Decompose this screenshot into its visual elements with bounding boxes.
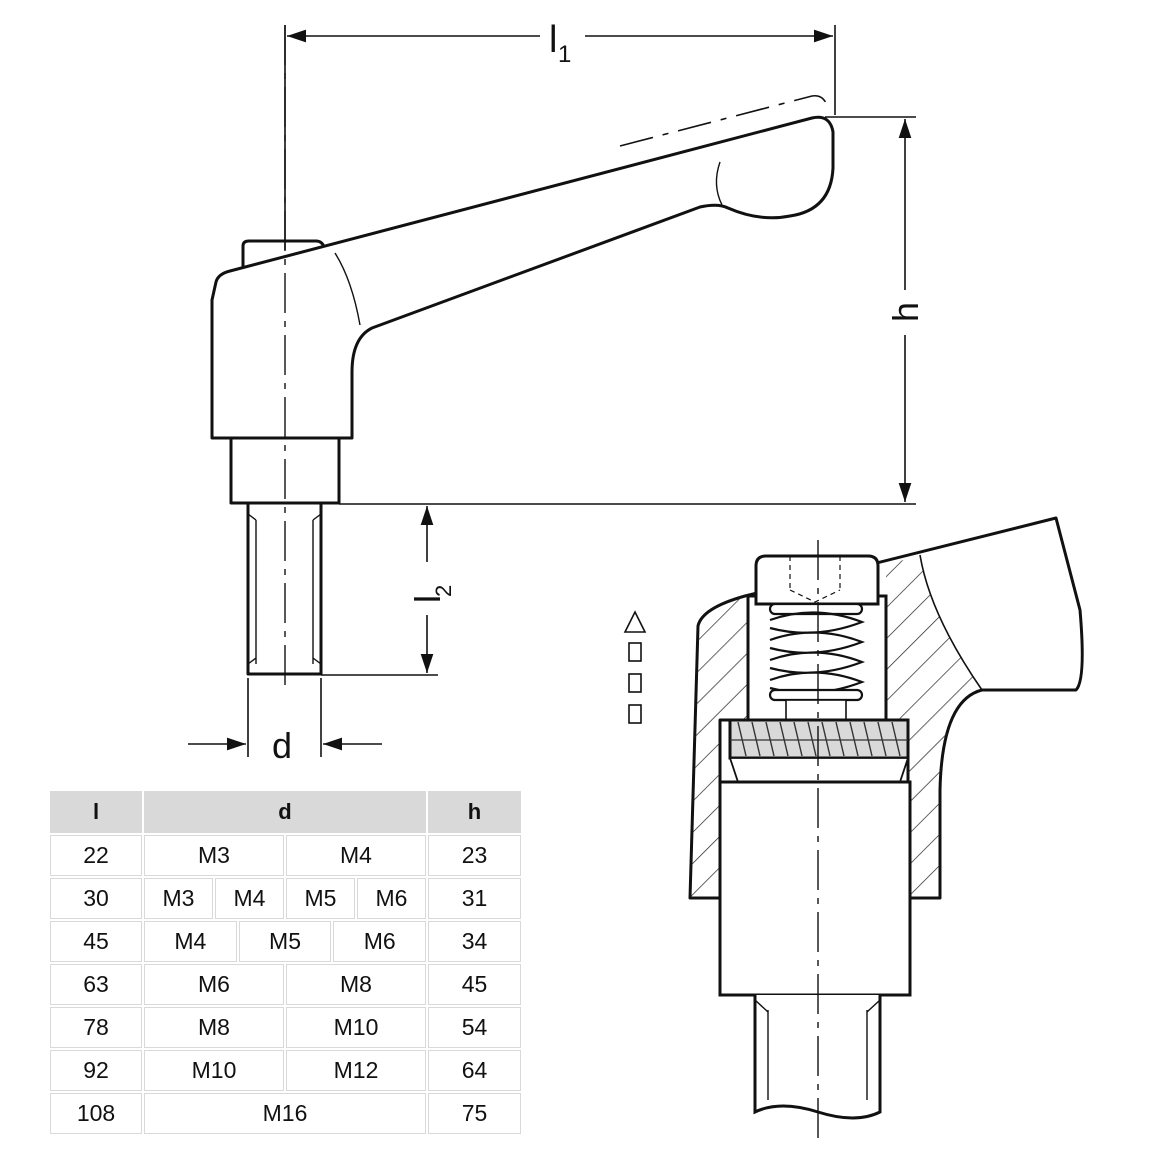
cell-d: M6 [331,921,426,962]
cell-l: 92 [48,1048,144,1093]
cell-d: M5 [284,878,355,919]
section-hub [718,780,912,997]
alternate-position-line [619,94,829,147]
dimension-h [339,116,916,505]
cell-l: 30 [48,876,144,921]
cell-h: 45 [426,962,523,1007]
cell-d: M6 [144,964,284,1005]
cell-d: M6 [355,878,426,919]
lever-body [210,115,835,440]
cell-d: M5 [236,921,332,962]
triangle-up-icon [623,610,647,633]
cell-l: 63 [48,962,144,1007]
compression-spring [768,602,866,721]
header-h: h [426,789,523,835]
cell-d: M3 [144,878,213,919]
cell-d: M8 [144,1007,284,1048]
cell-h: 34 [426,919,523,964]
cell-h: 75 [426,1091,523,1136]
dim-label-d: d [272,725,292,766]
cell-h: 64 [426,1048,523,1093]
section-view [688,516,1084,1140]
lever-side-view [210,115,835,676]
section-hatch-left [690,596,748,898]
header-d: d [142,789,428,835]
header-l: l [48,789,144,835]
dimension-l1 [284,25,836,250]
cell-d: M4 [144,921,237,962]
dim-label-l1-sub: 1 [558,41,571,68]
section-hatch-right [877,555,982,898]
cell-d: M4 [284,835,426,876]
cell-d: M12 [284,1050,426,1091]
dimension-l2 [321,506,438,676]
cell-h: 23 [426,833,523,878]
cell-d: M8 [284,964,426,1005]
cell-d: M10 [284,1007,426,1048]
cell-l: 45 [48,919,144,964]
dim-label-l2: l [407,595,448,603]
cell-h: 31 [426,876,523,921]
cell-l: 108 [48,1091,144,1136]
cell-d: M16 [144,1093,426,1134]
direction-marker [623,610,647,724]
cell-d: M10 [144,1050,284,1091]
cell-d-group: M16 [142,1091,428,1136]
cell-l: 22 [48,833,144,878]
cell-h: 54 [426,1005,523,1050]
dim-label-l1: l [549,19,557,61]
dim-label-h: h [885,302,926,322]
table-header-row: l d h [48,789,523,835]
dimension-d [188,678,382,757]
dim-label-l2-sub: 2 [431,585,456,597]
cell-d: M4 [213,878,284,919]
cell-l: 78 [48,1005,144,1050]
screw-head [754,554,880,606]
cell-d: M3 [144,835,284,876]
